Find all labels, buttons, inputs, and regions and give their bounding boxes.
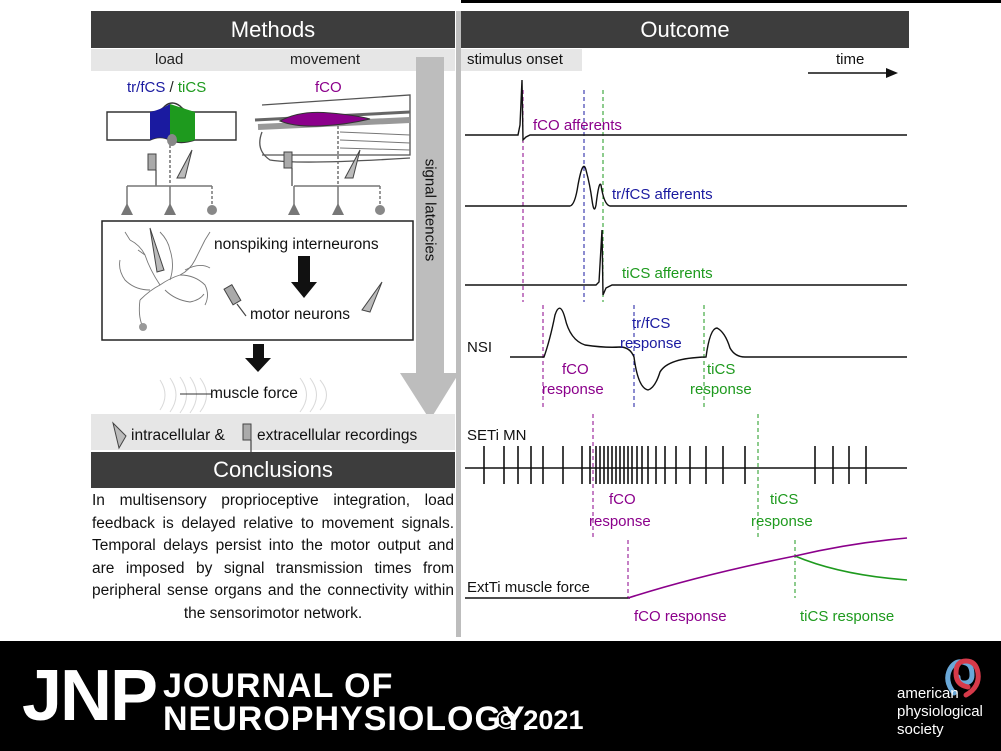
copyright-year: © 2021: [496, 705, 584, 735]
methods-header: Methods: [91, 11, 455, 48]
society-line1: american: [897, 685, 959, 702]
extti-fco-response-label: fCO response: [634, 608, 727, 625]
extti-tics-trace: [794, 555, 908, 581]
conclusions-title: Conclusions: [213, 457, 333, 482]
seti-label: SETi MN: [467, 427, 527, 444]
motor-electrode-right-icon: [361, 281, 383, 313]
nsi-trace: [510, 307, 907, 391]
intracellular-electrode-icon: [112, 421, 127, 450]
methods-title: Methods: [230, 16, 316, 42]
seti-spikes: [483, 446, 867, 484]
tics-label: tiCS: [177, 79, 207, 96]
signal-latencies-arrow: [400, 57, 459, 420]
signal-latencies-label: signal latencies: [421, 158, 439, 262]
down-arrow-icon: [245, 344, 271, 372]
aps-logo-icon: [945, 658, 981, 698]
trfcs-afferents-trace: [465, 165, 907, 210]
load-organs-label: tr/fCS / tiCS: [127, 79, 206, 96]
muscle-fibres-drawing: [159, 376, 327, 414]
nsi-trfcs-response-1: tr/fCS: [632, 315, 671, 332]
extracellular-electrode-icon: [242, 423, 252, 452]
jnp-logo: JNP: [22, 656, 158, 736]
trfcs-label: tr/fCS: [127, 79, 166, 96]
society-line2: physiological: [897, 703, 983, 720]
motor-neurons-label: motor neurons: [250, 306, 350, 323]
tics-afferents-trace: [465, 229, 907, 296]
nsi-tics-response-1: tiCS: [707, 361, 736, 378]
fco-organ-drawing: [254, 94, 411, 215]
nsi-tics-response-2: response: [690, 381, 752, 398]
muscle-force-label: muscle force: [210, 385, 298, 402]
interneuron-electrode-icon: [149, 227, 165, 273]
motor-electrode-left-icon: [223, 284, 247, 317]
outcome-header: Outcome: [461, 11, 909, 48]
stimulus-onset-label: stimulus onset: [467, 51, 563, 68]
network-arrow-icon: [291, 256, 317, 298]
seti-tics-response-1: tiCS: [770, 491, 799, 508]
outcome-title: Outcome: [640, 16, 730, 42]
methods-subbar: [91, 49, 455, 71]
nonspiking-interneurons-label: nonspiking interneurons: [214, 236, 379, 253]
conclusions-text: In multisensory proprioceptive integrati…: [92, 492, 454, 622]
seti-tics-response-2: response: [751, 513, 813, 530]
network-box: [101, 220, 414, 341]
nsi-fco-response-1: fCO: [562, 361, 589, 378]
time-arrow-icon: [808, 68, 898, 78]
methods-schematic: [91, 57, 459, 452]
stimulus-onset-bar: [461, 49, 582, 71]
interneuron-morphology: [119, 231, 211, 331]
col-load-label: load: [155, 51, 184, 68]
column-divider: [456, 11, 461, 637]
journal-name-line2: NEUROPHYSIOLOGY.: [163, 700, 533, 738]
journal-name-line1: JOURNAL OF: [163, 667, 394, 705]
extracellular-label: extracellular recordings: [257, 427, 418, 444]
label-separator: /: [165, 79, 178, 96]
conclusions-header: Conclusions: [91, 452, 455, 488]
nsi-fco-response-2: response: [542, 381, 604, 398]
journal-footer: JNP JOURNAL OF NEUROPHYSIOLOGY. © 2021 a…: [0, 641, 1001, 751]
society-line3: society: [897, 721, 944, 738]
seti-fco-response-1: fCO: [609, 491, 636, 508]
extti-tics-response-label: tiCS response: [800, 608, 895, 625]
fco-organ-label: fCO: [315, 79, 342, 96]
fco-afferents-label: fCO afferents: [533, 117, 622, 134]
cs-sensilla-drawing: [106, 102, 237, 215]
seti-fco-response-2: response: [589, 513, 651, 530]
intracellular-label: intracellular &: [131, 427, 225, 444]
col-movement-label: movement: [290, 51, 361, 68]
nsi-trfcs-response-2: response: [620, 335, 682, 352]
trfcs-afferents-label: tr/fCS afferents: [612, 186, 713, 203]
nsi-label: NSI: [467, 339, 493, 356]
time-label: time: [836, 51, 865, 68]
tics-afferents-label: tiCS afferents: [622, 265, 713, 282]
fco-afferents-trace: [465, 79, 907, 142]
top-rule: [461, 0, 1001, 3]
extti-label: ExtTi muscle force: [467, 579, 590, 596]
outcome-traces: [465, 68, 908, 599]
extti-fco-trace: [627, 537, 908, 599]
